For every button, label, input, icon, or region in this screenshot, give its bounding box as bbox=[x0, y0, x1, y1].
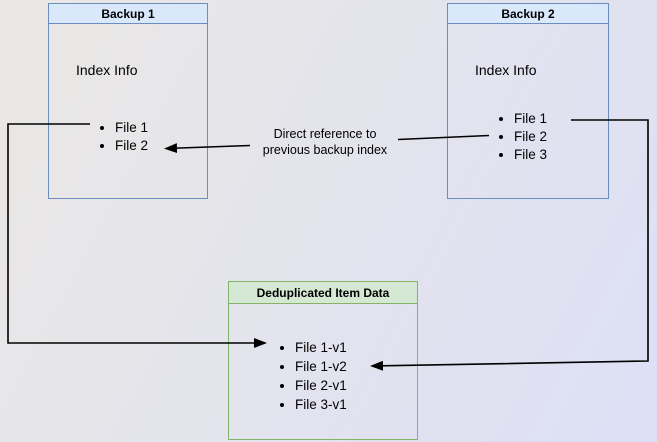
backup2-title: Backup 2 bbox=[448, 4, 608, 24]
backup1-title: Backup 1 bbox=[49, 4, 207, 24]
backup1-file-list: File 1 File 2 bbox=[49, 119, 148, 155]
dedup-item: File 1-v2 bbox=[295, 357, 347, 376]
backup2-file-item: File 2 bbox=[514, 128, 547, 146]
backup2-file-list: File 1 File 2 File 3 bbox=[448, 110, 547, 164]
backup1-box: Backup 1 Index Info File 1 File 2 bbox=[48, 3, 208, 199]
backup1-index-info-label: Index Info bbox=[76, 62, 138, 78]
dedup-item-list: File 1-v1 File 1-v2 File 2-v1 File 3-v1 bbox=[229, 338, 347, 414]
backup2-file-item: File 1 bbox=[514, 110, 547, 128]
direct-reference-annotation: Direct reference to previous backup inde… bbox=[244, 126, 406, 158]
deduplicated-item-data-box: Deduplicated Item Data File 1-v1 File 1-… bbox=[228, 281, 418, 440]
dedup-item: File 2-v1 bbox=[295, 376, 347, 395]
backup2-index-info-label: Index Info bbox=[475, 62, 537, 78]
dedup-item: File 1-v1 bbox=[295, 338, 347, 357]
annotation-line1: Direct reference to bbox=[273, 127, 377, 141]
dedup-item: File 3-v1 bbox=[295, 395, 347, 414]
backup1-file-item: File 1 bbox=[115, 119, 148, 137]
backup2-box: Backup 2 Index Info File 1 File 2 File 3 bbox=[447, 3, 609, 199]
backup2-file-item: File 3 bbox=[514, 146, 547, 164]
annotation-line2: previous backup index bbox=[262, 143, 388, 157]
dedup-title: Deduplicated Item Data bbox=[229, 282, 417, 304]
backup1-file-item: File 2 bbox=[115, 137, 148, 155]
